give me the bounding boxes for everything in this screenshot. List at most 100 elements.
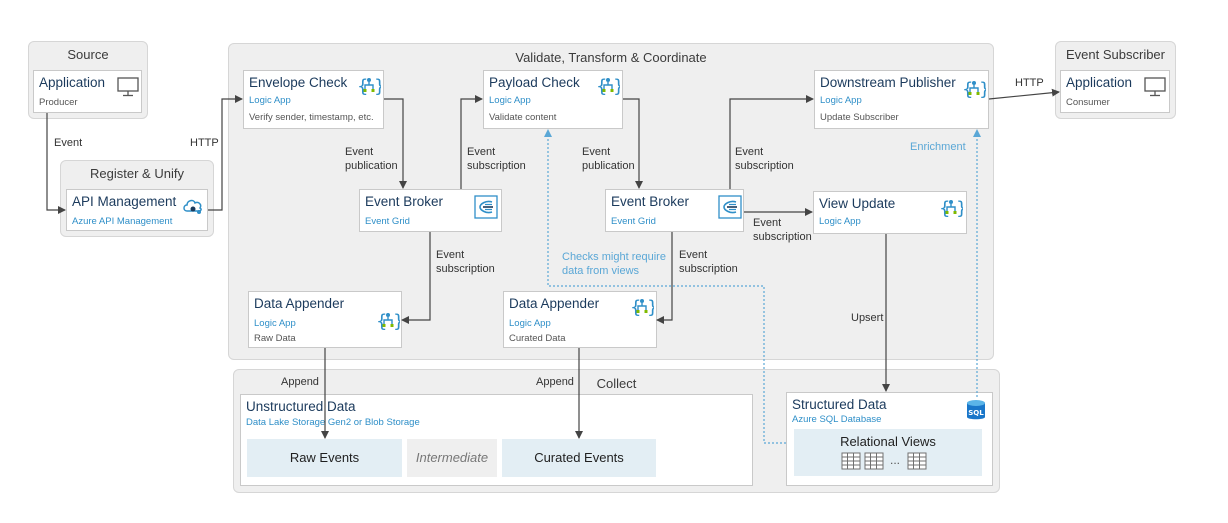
event-label: Event bbox=[54, 137, 83, 149]
svg-text:SQL: SQL bbox=[968, 409, 984, 417]
append-1-label: Append bbox=[281, 376, 319, 388]
event-grid-icon bbox=[718, 195, 742, 219]
event-subscription-viewupdate-label: Event subscription bbox=[753, 216, 812, 244]
sql-database-icon: SQL bbox=[967, 400, 985, 420]
logic-app-icon: { } bbox=[596, 76, 620, 97]
svg-text:}: } bbox=[956, 198, 963, 219]
monitor-icon bbox=[1144, 77, 1166, 97]
raw-events-store: Raw Events bbox=[247, 439, 402, 477]
ellipsis-label: ... bbox=[890, 453, 901, 467]
card-subtitle: Logic App bbox=[819, 216, 861, 227]
label-line: Event bbox=[735, 146, 764, 158]
svg-text:{: { bbox=[596, 76, 607, 97]
svg-text:}: } bbox=[374, 76, 381, 97]
view-update-card[interactable]: View Update Logic App { } bbox=[813, 191, 967, 234]
intermediate-store: Intermediate bbox=[407, 439, 497, 477]
card-subtitle: Logic App bbox=[249, 95, 291, 106]
card-title: View Update bbox=[819, 196, 896, 211]
event-subscription-1-label: Event subscription bbox=[467, 145, 526, 173]
svg-text:{: { bbox=[962, 79, 973, 100]
label-line: subscription bbox=[679, 263, 738, 275]
validate-group-title: Validate, Transform & Coordinate bbox=[515, 50, 707, 65]
broker2-to-appender2-arrow bbox=[656, 232, 673, 324]
svg-text:}: } bbox=[613, 76, 620, 97]
downstream-publisher-card[interactable]: Downstream Publisher Logic App Update Su… bbox=[814, 70, 989, 129]
relational-views-label: Relational Views bbox=[840, 434, 936, 449]
event-publication-1-label: Event publication bbox=[345, 145, 398, 173]
svg-text:{: { bbox=[376, 311, 387, 332]
event-subscription-downstream-label: Event subscription bbox=[735, 145, 794, 173]
card-title: Data Appender bbox=[254, 296, 345, 311]
event-subscription-broker2-label: Event subscription bbox=[679, 248, 738, 276]
envelope-to-broker1-arrow bbox=[384, 98, 407, 189]
label-line: publication bbox=[345, 160, 398, 172]
views-to-payload-dotted-arrow bbox=[544, 129, 786, 444]
card-subtitle: Consumer bbox=[1066, 97, 1110, 108]
card-description: Raw Data bbox=[254, 333, 296, 344]
label-line: subscription bbox=[467, 160, 526, 172]
monitor-icon bbox=[117, 77, 139, 97]
envelope-check-card[interactable]: Envelope Check Logic App Verify sender, … bbox=[243, 70, 384, 129]
card-subtitle: Event Grid bbox=[611, 216, 656, 227]
svg-text:{: { bbox=[357, 76, 368, 97]
card-subtitle: Logic App bbox=[820, 95, 862, 106]
svg-text:{: { bbox=[630, 297, 641, 318]
card-description: Validate content bbox=[489, 112, 557, 123]
checks-note-label: Checks might require data from views bbox=[562, 250, 666, 278]
register-group-title: Register & Unify bbox=[90, 166, 184, 181]
card-title: API Management bbox=[72, 194, 177, 209]
card-title: Application bbox=[39, 75, 106, 90]
label-line: Event bbox=[753, 217, 782, 229]
subscriber-group-title: Event Subscriber bbox=[1066, 47, 1165, 62]
label-line: subscription bbox=[735, 160, 794, 172]
logic-app-icon: { } bbox=[962, 79, 986, 100]
logic-app-icon: { } bbox=[939, 198, 963, 219]
card-subtitle: Data Lake Storage Gen2 or Blob Storage bbox=[246, 417, 420, 428]
collect-group-title: Collect bbox=[596, 376, 637, 391]
card-title: Application bbox=[1066, 75, 1133, 90]
label-line: Event bbox=[436, 249, 465, 261]
event-broker-1-card[interactable]: Event Broker Event Grid bbox=[359, 189, 502, 232]
svg-text:}: } bbox=[979, 79, 986, 100]
event-grid-icon bbox=[474, 195, 498, 219]
card-title: Event Broker bbox=[365, 194, 444, 209]
label-line: data from views bbox=[562, 265, 640, 277]
producer-application-card[interactable]: Application Producer bbox=[33, 70, 142, 113]
card-subtitle: Logic App bbox=[489, 95, 531, 106]
label-line: subscription bbox=[436, 263, 495, 275]
card-subtitle: Azure SQL Database bbox=[792, 414, 882, 425]
card-title: Structured Data bbox=[792, 397, 887, 412]
svg-text:}: } bbox=[393, 311, 400, 332]
card-title: Event Broker bbox=[611, 194, 690, 209]
card-title: Payload Check bbox=[489, 75, 580, 90]
consumer-application-card[interactable]: Application Consumer bbox=[1060, 70, 1170, 113]
card-title: Unstructured Data bbox=[246, 399, 356, 414]
upsert-label: Upsert bbox=[851, 312, 884, 324]
data-appender-raw-card[interactable]: Data Appender Logic App Raw Data { } bbox=[248, 291, 402, 348]
table-icon bbox=[864, 452, 884, 470]
broker1-to-payload-arrow bbox=[460, 95, 483, 189]
event-broker-2-card[interactable]: Event Broker Event Grid bbox=[605, 189, 744, 232]
label-line: subscription bbox=[753, 231, 812, 243]
event-subscription-broker1-label: Event subscription bbox=[436, 248, 495, 276]
event-publication-2-label: Event publication bbox=[582, 145, 635, 173]
label-line: Event bbox=[679, 249, 708, 261]
table-icon bbox=[907, 452, 927, 470]
svg-text:}: } bbox=[647, 297, 654, 318]
payload-check-card[interactable]: Payload Check Logic App Validate content… bbox=[483, 70, 623, 129]
enrichment-label: Enrichment bbox=[910, 141, 966, 153]
api-management-card[interactable]: API Management Azure API Management bbox=[66, 189, 208, 231]
relational-views-store: Relational Views ... bbox=[794, 429, 982, 476]
card-subtitle: Logic App bbox=[254, 318, 296, 329]
card-description: Verify sender, timestamp, etc. bbox=[249, 112, 374, 123]
api-to-envelope-arrow bbox=[208, 95, 243, 211]
downstream-to-consumer-arrow bbox=[988, 88, 1060, 100]
curated-events-store: Curated Events bbox=[502, 439, 656, 477]
card-description: Curated Data bbox=[509, 333, 566, 344]
broker1-to-appender1-arrow bbox=[401, 232, 431, 324]
data-appender-curated-card[interactable]: Data Appender Logic App Curated Data { } bbox=[503, 291, 657, 348]
logic-app-icon: { } bbox=[630, 297, 654, 318]
card-title: Downstream Publisher bbox=[820, 75, 956, 90]
card-title: Data Appender bbox=[509, 296, 600, 311]
